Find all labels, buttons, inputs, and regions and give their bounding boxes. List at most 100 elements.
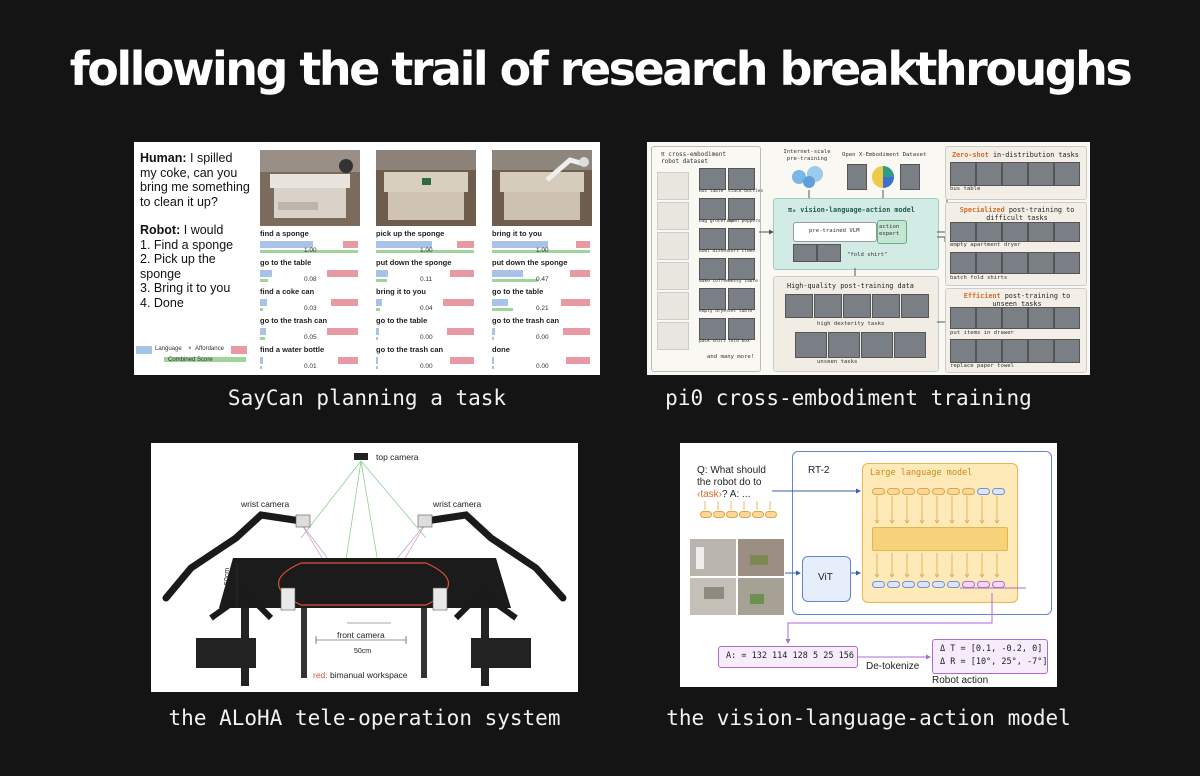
affordance-bar [327,270,358,277]
saycan-step-label: put down the sponge [376,258,452,267]
saycan-step-label: find a sponge [260,229,309,238]
saycan-step-bars: 0.01 [260,355,372,371]
specialized-thumb [1028,222,1054,242]
top-camera-icon [354,453,368,460]
combined-score-bar [492,279,539,282]
robot-task-thumb [699,228,726,250]
specialized-thumb [1054,252,1080,274]
robot-action-box [932,639,1048,674]
robot-task-label: sort items [728,249,756,254]
zero-shot-thumb [976,162,1002,186]
action-tokens-box [718,646,858,668]
pi0-efficient-word: Efficient [963,292,1001,300]
zero-shot-thumb [950,162,976,186]
llm-inner-block [872,527,1008,551]
post-training-thumb [861,332,893,358]
affordance-bar [569,270,590,277]
pi0-empty-dryer: empty apartment dryer [950,242,1021,248]
pi0-panel: π cross-embodiment robot dataset bus tab… [647,142,1090,375]
efficient-thumb [976,307,1002,329]
post-training-thumb [814,294,842,318]
specialized-thumb [1002,252,1028,274]
combined-score-bar [260,366,262,369]
affordance-bar [443,299,474,306]
saycan-step-bars: 1.00 [260,239,372,255]
saycan-step-bars: 1.00 [376,239,488,255]
rt2-question-line1: Q: What should [697,465,766,476]
question-token [713,511,725,518]
robot-task-label: pack shirt [699,339,727,344]
combined-score-bar [260,279,268,282]
detokenize-label: De-tokenize [866,661,920,672]
pi0-replace-towel: replace paper towel [950,363,1014,369]
saycan-photo-2 [376,150,476,226]
saycan-step-bars: 1.00 [492,239,600,255]
saycan-caption: SayCan planning a task [227,386,507,410]
saycan-step-bars: 0.00 [376,326,488,342]
pi0-efficient-rest: post-training to unseen tasks [992,292,1071,308]
affordance-bar [450,270,474,277]
combined-score-value: 1.00 [536,247,549,254]
robot-utterance: Robot: I would [140,223,224,237]
pi0-specialized-word: Specialized [959,206,1005,214]
affordance-bar [337,357,358,364]
rt2-question-line3: ‹task›? A: ... [697,489,750,500]
pi0-efficient-title: Efficient post-training to unseen tasks [951,292,1083,308]
aloha-illustration [162,453,567,686]
saycan-dialogue: Human: I spilled my coke, can you bring … [140,151,252,310]
specialized-thumb [950,252,976,274]
combined-score-value: 0.00 [420,363,433,370]
legend-combined-text: Combined Score [168,357,213,363]
robot-task-label: messy table [728,279,758,284]
affordance-bar [446,328,474,335]
question-token [700,511,712,518]
action-tokens-text: A: = 132 114 128 5 25 156 [726,651,854,661]
robot-task-label: set table [728,309,753,314]
question-token [765,511,777,518]
efficient-thumb [976,339,1002,363]
rt2-panel: Q: What should the robot do to ‹task›? A… [680,443,1057,687]
saycan-photo-3 [492,150,592,226]
language-bar [492,299,508,306]
llm-input-token [902,581,915,588]
robot-task-label: stack bottles [728,189,764,194]
llm-output-token [872,488,885,495]
language-bar [260,241,313,248]
affordance-bar [342,241,358,248]
llm-output-token [887,488,900,495]
pi0-vlm-label: pre-trained VLM [809,228,860,234]
rt2-label: RT-2 [808,465,830,476]
combined-score-bar [260,337,265,340]
specialized-thumb [976,222,1002,242]
post-training-thumb [894,332,926,358]
combined-score-bar [376,250,474,253]
affordance-bar [457,241,474,248]
robot-task-label: open peppers [728,219,761,224]
robot-task-thumb [699,168,726,190]
pi0-fold-label: "fold shirt" [847,252,888,258]
llm-input-token [887,581,900,588]
llm-internal-arrows [704,496,1000,578]
robot-task-thumb [699,258,726,280]
robot-action-label: Robot action [932,675,989,686]
language-bar [376,357,379,364]
legend-affordance-swatch [231,346,247,354]
combined-score-value: 0.01 [304,363,317,370]
robot-task-label: bus table [699,189,724,194]
saycan-step-bars: 0.04 [376,297,488,313]
pi0-zero-shot-title: Zero-shot in-distribution tasks [952,151,1079,159]
language-bar [376,270,389,277]
robot-task-thumb [728,258,755,280]
affordance-bar [561,299,590,306]
efficient-thumb [1028,339,1054,363]
openx-pie-icon [872,166,894,188]
robot-image [657,172,689,200]
zero-shot-thumb [1054,162,1080,186]
